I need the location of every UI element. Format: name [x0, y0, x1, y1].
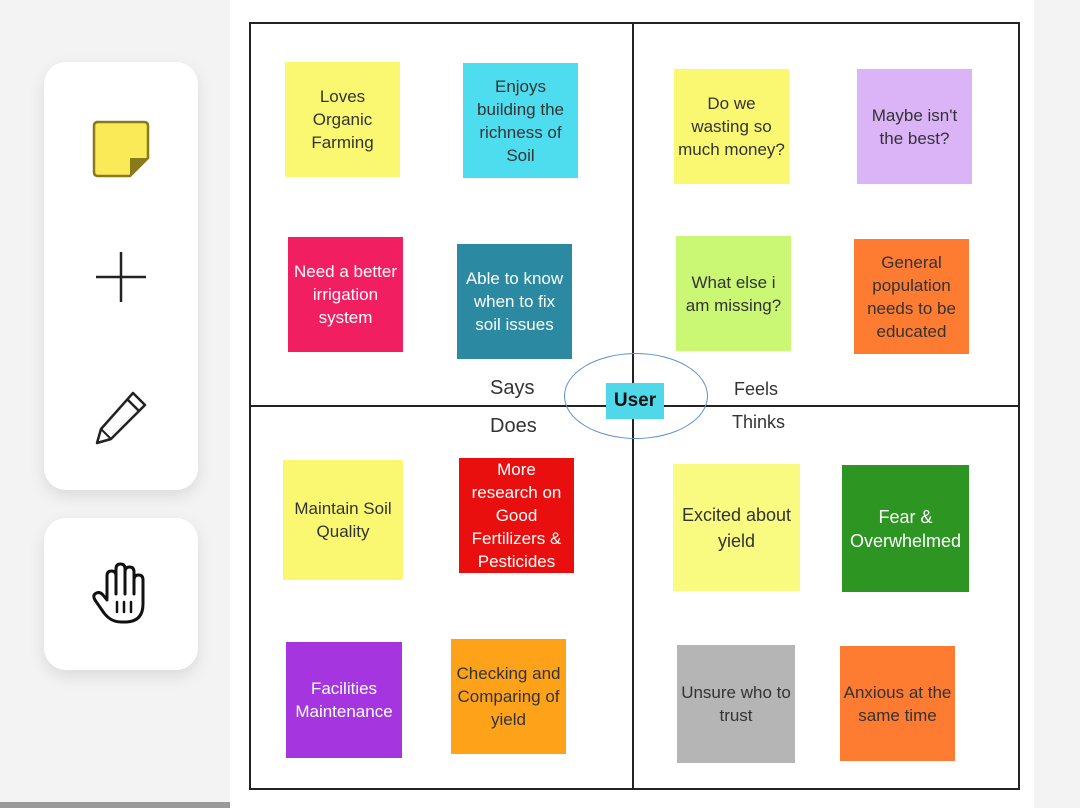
sticky-note[interactable]: Maintain Soil Quality: [283, 460, 403, 580]
sticky-note[interactable]: Checking and Comparing of yield: [451, 639, 566, 754]
sticky-note[interactable]: Excited about yield: [673, 464, 800, 591]
sticky-note[interactable]: Able to know when to fix soil issues: [457, 244, 572, 359]
plus-icon: [96, 252, 146, 302]
sticky-note[interactable]: Enjoys building the richness of Soil: [463, 63, 578, 178]
user-ellipse: [564, 353, 708, 439]
sticky-note[interactable]: Loves Organic Farming: [285, 62, 400, 177]
sticky-note[interactable]: Do we wasting so much money?: [674, 69, 789, 184]
does-label: Does: [490, 415, 537, 437]
sticky-note[interactable]: Facilities Maintenance: [286, 642, 402, 758]
hand-tool[interactable]: [76, 549, 166, 639]
sticky-note[interactable]: Fear & Overwhelmed: [842, 465, 969, 592]
sticky-note[interactable]: Unsure who to trust: [677, 645, 795, 763]
sticky-note[interactable]: More research on Good Fertilizers & Pest…: [459, 458, 574, 573]
hand-panel: [44, 518, 198, 670]
thinks-label: Thinks: [732, 412, 786, 432]
sticky-note[interactable]: Anxious at the same time: [840, 646, 955, 761]
sticky-note-icon: [92, 120, 150, 178]
sticky-note[interactable]: General population needs to be educated: [854, 239, 969, 354]
sticky-note[interactable]: What else i am missing?: [676, 236, 791, 351]
feels-label: Feels: [734, 379, 779, 399]
hand-icon: [92, 562, 145, 624]
pen-tool[interactable]: [76, 372, 166, 462]
sticky-note-tool[interactable]: [76, 104, 166, 194]
sticky-note[interactable]: Maybe isn't the best?: [857, 69, 972, 184]
add-tool[interactable]: [76, 232, 166, 322]
says-label: Says: [490, 377, 535, 399]
bottom-divider: [0, 802, 230, 808]
pencil-icon: [95, 391, 147, 445]
user-label[interactable]: User: [606, 383, 664, 419]
sticky-note[interactable]: Need a better irrigation system: [288, 237, 403, 352]
tool-panel: [44, 62, 198, 490]
